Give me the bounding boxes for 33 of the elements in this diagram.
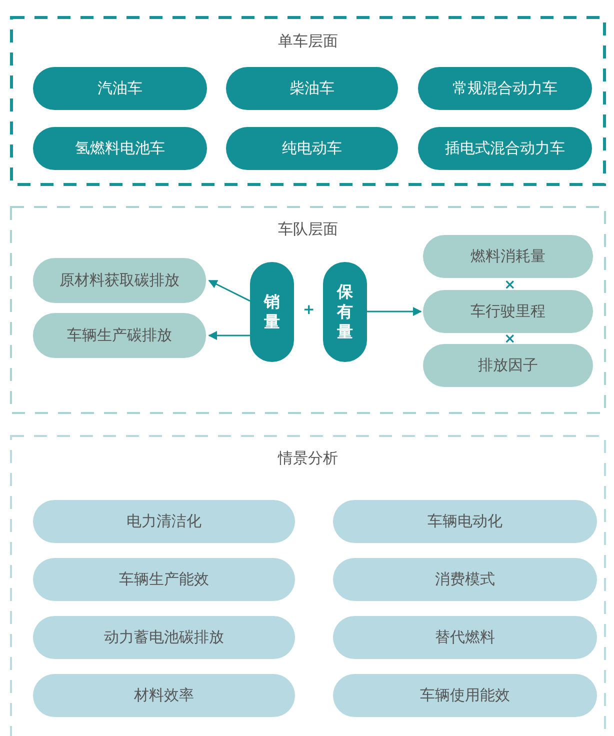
- rounded-box: 车辆生产碳排放: [33, 313, 206, 358]
- rounded-box: 消费模式: [333, 558, 597, 601]
- multiply-sign: ×: [504, 332, 516, 346]
- rounded-box: 电力清洁化: [33, 500, 295, 543]
- panel-title: 单车层面: [278, 32, 338, 51]
- rounded-box: 排放因子: [423, 344, 593, 387]
- panel-title: 情景分析: [278, 449, 338, 468]
- rounded-button: 插电式混合动力车: [418, 127, 592, 170]
- plus-sign: +: [303, 303, 315, 317]
- rounded-box: 车辆生产能效: [33, 558, 295, 601]
- rounded-box: 燃料消耗量: [423, 235, 593, 278]
- rounded-box: 动力蓄电池碳排放: [33, 616, 295, 659]
- dashed-panel: [10, 435, 606, 736]
- rounded-box: 车辆使用能效: [333, 674, 597, 717]
- panel-title: 车队层面: [278, 220, 338, 239]
- rounded-box: 材料效率: [33, 674, 295, 717]
- rounded-box: 车行驶里程: [423, 290, 593, 333]
- vertical-pill: 销量: [250, 262, 294, 362]
- arrow: [208, 280, 250, 302]
- rounded-box: 原材料获取碳排放: [33, 258, 206, 303]
- rounded-button: 常规混合动力车: [418, 67, 592, 110]
- dashed-panel: [10, 16, 606, 186]
- rounded-box: 替代燃料: [333, 616, 597, 659]
- dashed-panel: [10, 206, 606, 414]
- rounded-button: 柴油车: [226, 67, 398, 110]
- rounded-box: 车辆电动化: [333, 500, 597, 543]
- multiply-sign: ×: [504, 278, 516, 292]
- rounded-button: 纯电动车: [226, 127, 398, 170]
- arrow: [367, 307, 422, 316]
- rounded-button: 汽油车: [33, 67, 207, 110]
- vertical-pill: 保有量: [323, 262, 367, 362]
- arrow: [208, 331, 250, 340]
- rounded-button: 氢燃料电池车: [33, 127, 207, 170]
